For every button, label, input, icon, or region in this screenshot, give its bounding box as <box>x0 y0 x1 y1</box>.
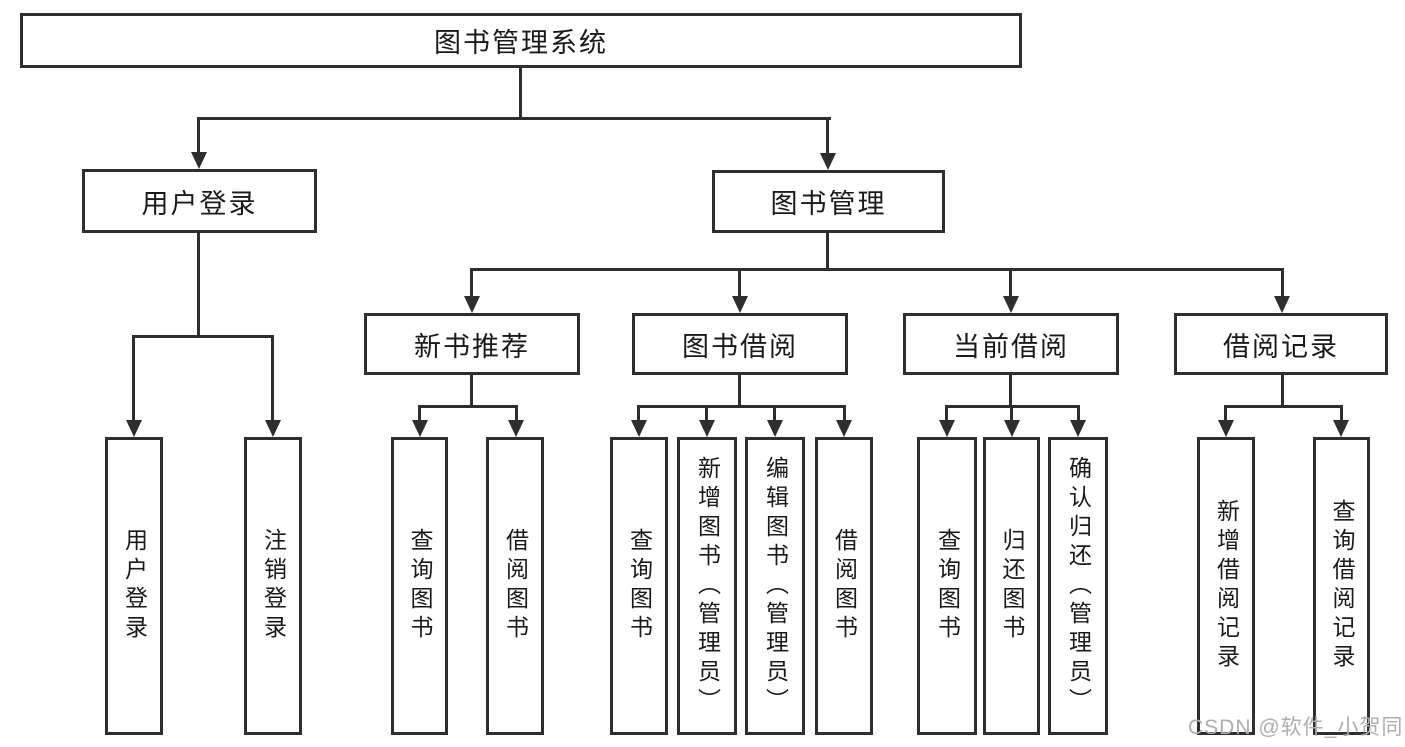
leaf-add-borrow-record: 新增借阅记录 <box>1197 437 1255 735</box>
connector-line <box>1009 375 1012 408</box>
arrowhead <box>631 420 647 437</box>
connector-line <box>1281 375 1284 408</box>
node-label: 图书管理系统 <box>434 28 608 58</box>
node-new-book-recommendation: 新书推荐 <box>364 313 580 375</box>
arrowhead <box>1070 420 1086 437</box>
connector-line <box>1281 268 1284 298</box>
arrowhead <box>836 420 852 437</box>
connector-line <box>773 405 776 422</box>
node-label: 当前借阅 <box>953 331 1069 362</box>
connector-line <box>271 335 274 421</box>
node-label: 借阅记录 <box>1223 331 1339 362</box>
leaf-logout: 注销登录 <box>244 437 302 735</box>
connector-line <box>197 117 831 120</box>
leaf-label: 确认归还（管理员） <box>1065 455 1092 717</box>
connector-line <box>519 66 522 118</box>
arrowhead <box>265 420 281 437</box>
connector-line <box>826 233 829 271</box>
connector-line <box>1077 405 1080 422</box>
arrowhead <box>1274 296 1290 313</box>
leaf-label: 新增借阅记录 <box>1213 499 1240 673</box>
arrowhead <box>939 420 955 437</box>
node-library-management-system: 图书管理系统 <box>20 13 1022 68</box>
node-label: 用户登录 <box>141 188 258 219</box>
arrowhead <box>126 420 142 437</box>
connector-line <box>1010 405 1013 422</box>
connector-line <box>705 405 708 422</box>
leaf-label: 查询图书 <box>626 528 653 644</box>
connector-line <box>637 405 846 408</box>
connector-line <box>197 233 200 338</box>
leaf-label: 查询借阅记录 <box>1329 499 1355 673</box>
node-label: 图书管理 <box>770 189 887 219</box>
csdn-watermark: CSDN @软件_小贺同学 <box>1188 716 1405 739</box>
connector-line <box>197 117 200 154</box>
leaf-borrow-books: 借阅图书 <box>815 437 873 735</box>
leaf-label: 编辑图书（管理员） <box>762 455 789 717</box>
connector-line <box>515 405 518 422</box>
connector-line <box>1224 405 1343 408</box>
connector-line <box>470 268 1284 271</box>
arrowhead <box>1218 420 1234 437</box>
node-label: 新书推荐 <box>414 331 530 362</box>
leaf-label: 用户登录 <box>121 528 148 644</box>
leaf-query-books-current: 查询图书 <box>917 437 977 735</box>
leaf-borrow-books-recommend: 借阅图书 <box>486 437 544 735</box>
arrowhead <box>732 296 748 313</box>
connector-line <box>945 405 948 422</box>
leaf-confirm-return-admin: 确认归还（管理员） <box>1048 437 1108 735</box>
connector-line <box>418 405 421 422</box>
node-label: 图书借阅 <box>682 331 798 362</box>
leaf-query-borrow-record: 查询借阅记录 <box>1313 437 1370 735</box>
leaf-label: 查询图书 <box>407 528 433 644</box>
connector-line <box>470 268 473 298</box>
leaf-query-books-borrowing: 查询图书 <box>610 437 668 735</box>
arrowhead <box>412 420 428 437</box>
leaf-label: 归还图书 <box>999 528 1025 644</box>
connector-line <box>637 405 640 422</box>
leaf-edit-books-admin: 编辑图书（管理员） <box>745 437 805 735</box>
arrowhead <box>191 152 207 169</box>
node-user-login: 用户登录 <box>82 169 317 233</box>
node-book-management: 图书管理 <box>712 170 945 233</box>
leaf-label: 查询图书 <box>934 528 961 644</box>
arrowhead <box>699 420 715 437</box>
node-borrowing-records: 借阅记录 <box>1174 313 1388 375</box>
connector-line <box>132 335 274 338</box>
leaf-label: 新增图书（管理员） <box>694 455 721 717</box>
node-current-borrowing: 当前借阅 <box>903 313 1119 375</box>
leaf-label: 注销登录 <box>260 528 287 644</box>
arrowhead <box>1333 420 1349 437</box>
connector-line <box>843 405 846 422</box>
node-book-borrowing: 图书借阅 <box>632 313 848 375</box>
leaf-user-login: 用户登录 <box>105 437 163 735</box>
leaf-label: 借阅图书 <box>502 528 529 644</box>
connector-line <box>132 335 135 421</box>
arrowhead <box>508 420 524 437</box>
arrowhead <box>464 296 480 313</box>
leaf-return-books: 归还图书 <box>983 437 1040 735</box>
leaf-add-books-admin: 新增图书（管理员） <box>677 437 737 735</box>
connector-line <box>1224 405 1227 422</box>
leaf-query-books-recommend: 查询图书 <box>391 437 448 735</box>
connector-line <box>1009 268 1012 298</box>
connector-line <box>738 268 741 298</box>
leaf-label: 借阅图书 <box>831 528 858 644</box>
connector-line <box>738 375 741 408</box>
connector-line <box>418 405 518 408</box>
connector-line <box>826 117 829 154</box>
arrowhead <box>767 420 783 437</box>
arrowhead <box>1004 420 1020 437</box>
connector-line <box>470 375 473 408</box>
arrowhead <box>820 153 836 170</box>
connector-line <box>1340 405 1343 422</box>
arrowhead <box>1003 296 1019 313</box>
